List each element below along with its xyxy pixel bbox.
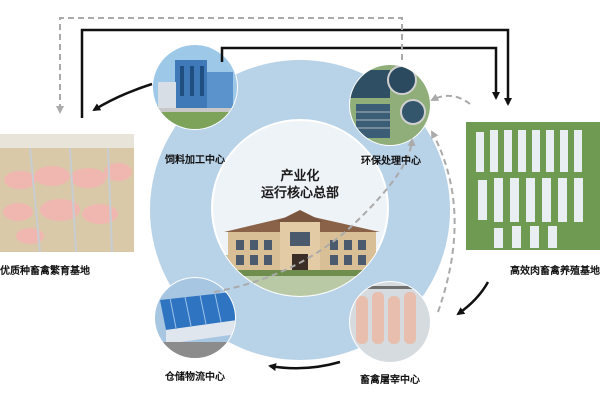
slaughter-center-picture — [349, 281, 431, 363]
breeding-base-label: 优质种畜禽繁育基地 — [0, 266, 90, 277]
environment-center-label: 环保处理中心 — [361, 156, 421, 167]
headquarters-title-line1: 产业化 — [280, 169, 320, 184]
arrow-dashed-storage-to-env — [213, 138, 416, 293]
arrow-feed-to-farming — [220, 46, 500, 100]
headquarters-title: 产业化 运行核心总部 — [250, 168, 350, 202]
breeding-base-picture — [0, 134, 134, 253]
arrow-slaughter-to-storage — [268, 360, 341, 371]
farming-base-label: 高效肉畜禽养殖基地 — [510, 266, 600, 277]
arrow-dashed-env-curve — [430, 93, 471, 105]
arrow-farming-to-slaughter — [456, 281, 490, 316]
arrow-env-to-farming — [80, 28, 512, 118]
farming-base-picture — [466, 122, 600, 250]
headquarters-title-line2: 运行核心总部 — [260, 186, 339, 201]
storage-center-label: 仓储物流中心 — [165, 372, 225, 383]
arrow-feed-to-breeding — [92, 82, 153, 112]
arrow-dashed-loop-to-env — [431, 130, 456, 313]
arrow-dashed-env-to-breeding — [56, 17, 403, 114]
feed-center-label: 饲料加工中心 — [165, 155, 225, 166]
slaughter-center-label: 畜禽屠宰中心 — [360, 375, 420, 386]
